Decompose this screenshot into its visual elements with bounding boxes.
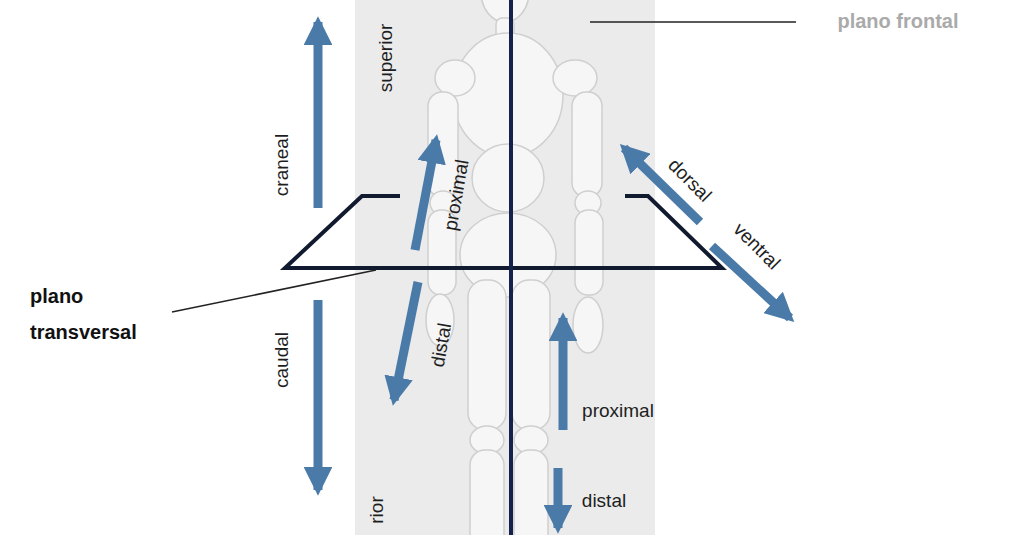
- transverse-plane: [285, 196, 722, 268]
- direction-arrows: [318, 22, 790, 528]
- direction-term: ventral: [730, 219, 784, 273]
- direction-term: distal: [428, 322, 454, 369]
- direction-term: proximal: [582, 401, 654, 420]
- direction-term: distal: [582, 491, 626, 510]
- leader-line: [590, 21, 796, 23]
- direction-term: proximal: [440, 158, 471, 232]
- direction-term: caudal: [272, 332, 291, 388]
- leader-line: [172, 270, 376, 312]
- direction-term: craneal: [272, 134, 291, 196]
- midline: [509, 0, 513, 535]
- direction-term: rior: [367, 496, 386, 523]
- direction-term: superior: [376, 24, 395, 93]
- plane-name: plano frontal: [837, 11, 958, 31]
- plane-name: plano transversal: [30, 278, 170, 350]
- direction-term: dorsal: [665, 155, 715, 205]
